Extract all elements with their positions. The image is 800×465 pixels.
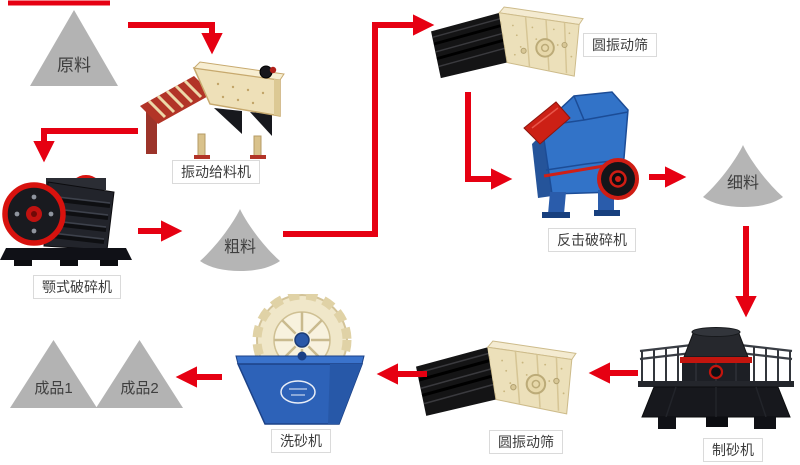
arrow-feeder-to-jaw (33, 128, 138, 163)
circular-vibrating-screen-bottom-label: 圆振动筛 (489, 430, 563, 454)
mound-shape (703, 145, 783, 207)
mound-shape (200, 209, 280, 271)
impact-crusher-illustration (512, 84, 657, 226)
product1-pile: 成品1 (10, 340, 97, 408)
product2-label: 成品2 (120, 380, 159, 397)
sand-washing-machine-illustration (232, 294, 366, 426)
sand-washing-machine-label: 洗砂机 (271, 429, 331, 453)
sand-making-machine-label: 制砂机 (703, 438, 763, 462)
jaw-crusher-label: 颚式破碎机 (33, 275, 121, 299)
vibrating-feeder-illustration (138, 50, 286, 162)
coarse-material-pile: 粗料 (195, 206, 285, 272)
raw-material-label: 原料 (57, 56, 91, 75)
raw-material-pile: 原料 (30, 10, 118, 86)
circular-vibrating-screen-top-illustration (430, 6, 588, 82)
product2-pile: 成品2 (96, 340, 183, 408)
arrow-raw-to-feeder (128, 22, 223, 55)
product1-label: 成品1 (34, 380, 73, 397)
fine-material-pile: 细料 (698, 142, 788, 208)
vibrating-feeder-label: 振动给料机 (172, 160, 260, 184)
circular-vibrating-screen-bottom-illustration (416, 333, 580, 427)
arrow-coarse-to-screen-top (283, 14, 435, 237)
impact-crusher-label: 反击破碎机 (548, 228, 636, 252)
fine-material-label: 细料 (726, 175, 759, 192)
sand-making-machine-illustration (636, 323, 796, 433)
coarse-material-label: 粗料 (223, 239, 256, 256)
arrow-screen-top-to-impact (465, 92, 513, 190)
circular-vibrating-screen-top-label: 圆振动筛 (583, 33, 657, 57)
jaw-crusher-illustration (0, 162, 135, 270)
